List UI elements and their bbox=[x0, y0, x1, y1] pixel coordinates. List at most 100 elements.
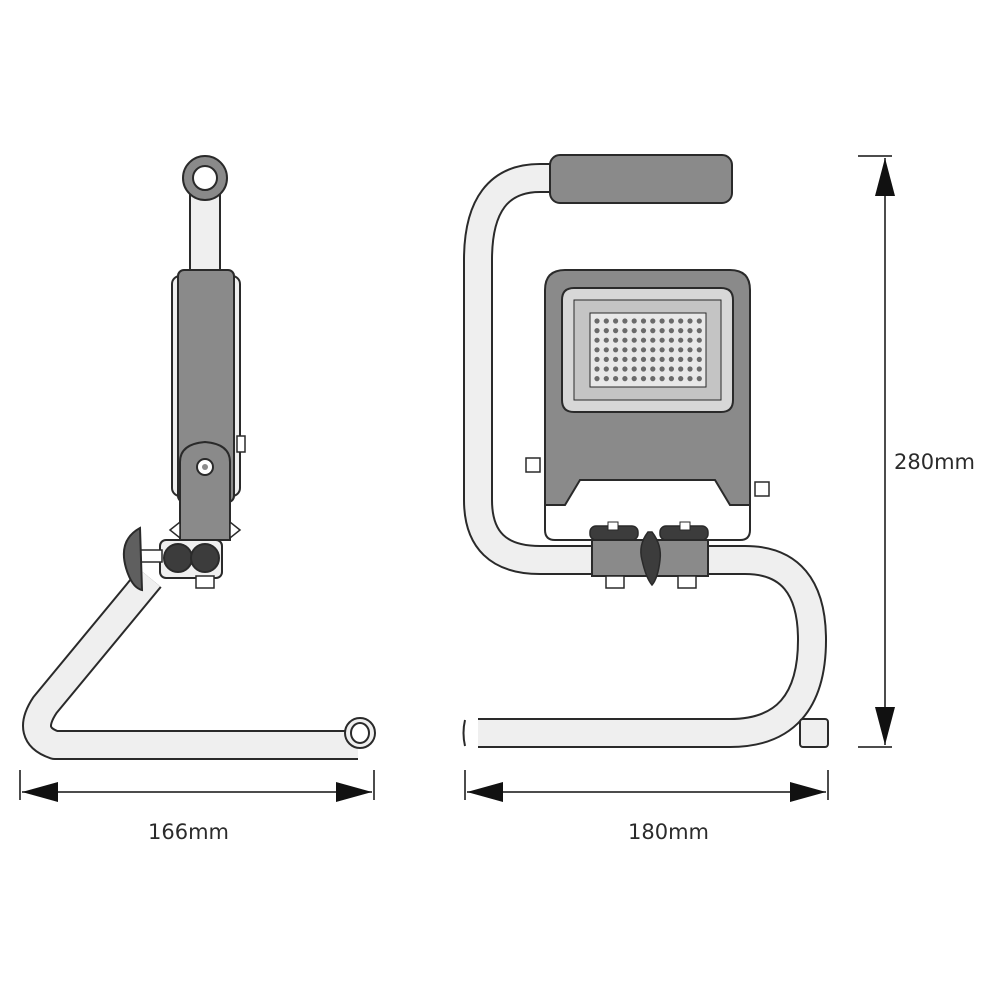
led-dot bbox=[678, 337, 684, 343]
led-dot bbox=[631, 356, 637, 362]
led-dot bbox=[603, 376, 609, 382]
led-dot bbox=[594, 356, 600, 362]
led-dot bbox=[622, 347, 628, 353]
led-dot bbox=[696, 328, 702, 334]
led-dot bbox=[594, 376, 600, 382]
led-dot bbox=[640, 366, 647, 372]
led-dot bbox=[687, 347, 693, 353]
led-dot bbox=[659, 376, 665, 382]
led-dot bbox=[594, 318, 600, 324]
led-dot bbox=[613, 337, 619, 343]
dimension-height bbox=[858, 155, 895, 748]
side-stand-tube bbox=[22, 568, 376, 760]
led-dot bbox=[678, 328, 684, 334]
led-dot bbox=[659, 366, 665, 372]
led-dot bbox=[659, 318, 665, 324]
side-clamp bbox=[122, 526, 223, 592]
led-dot bbox=[668, 376, 675, 382]
led-dot bbox=[668, 318, 675, 324]
led-dot bbox=[687, 376, 693, 382]
led-dot bbox=[631, 366, 637, 372]
led-dot bbox=[631, 337, 637, 343]
led-dot bbox=[603, 337, 609, 343]
front-width-label: 180mm bbox=[628, 820, 709, 844]
led-dot bbox=[696, 356, 702, 362]
led-dot bbox=[594, 328, 600, 334]
led-dot bbox=[659, 328, 665, 334]
led-dot bbox=[650, 347, 656, 353]
led-dot bbox=[603, 366, 609, 372]
led-dot bbox=[640, 347, 647, 353]
led-dot bbox=[678, 318, 684, 324]
led-dot bbox=[622, 337, 628, 343]
led-dot bbox=[668, 366, 675, 372]
led-dot bbox=[659, 356, 665, 362]
led-dot bbox=[622, 328, 628, 334]
led-dot bbox=[650, 356, 656, 362]
led-dot bbox=[650, 318, 656, 324]
front-handle-grip bbox=[549, 154, 733, 204]
front-led-panel bbox=[561, 287, 734, 413]
dimension-front-width bbox=[464, 770, 829, 802]
front-view bbox=[462, 154, 829, 748]
led-dot bbox=[668, 356, 675, 362]
led-dot bbox=[659, 347, 665, 353]
led-dot bbox=[640, 318, 647, 324]
led-dot bbox=[603, 328, 609, 334]
led-dot bbox=[696, 318, 702, 324]
led-dot bbox=[603, 356, 609, 362]
height-label: 280mm bbox=[894, 450, 975, 474]
led-dot bbox=[622, 356, 628, 362]
led-dot bbox=[696, 347, 702, 353]
led-dot bbox=[668, 328, 675, 334]
led-dot bbox=[650, 328, 656, 334]
led-dot bbox=[622, 366, 628, 372]
led-dot bbox=[594, 337, 600, 343]
led-dot bbox=[613, 366, 619, 372]
led-dot bbox=[678, 376, 684, 382]
led-dot bbox=[594, 366, 600, 372]
led-dot bbox=[650, 366, 656, 372]
front-stand-tube bbox=[462, 163, 829, 748]
led-dot bbox=[687, 366, 693, 372]
led-dot bbox=[678, 366, 684, 372]
led-dot bbox=[687, 356, 693, 362]
led-dot bbox=[640, 328, 647, 334]
led-dot bbox=[603, 347, 609, 353]
led-dot bbox=[613, 356, 619, 362]
led-dot bbox=[687, 328, 693, 334]
side-width-label: 166mm bbox=[148, 820, 229, 844]
front-clamp bbox=[589, 521, 709, 589]
led-dot bbox=[631, 347, 637, 353]
led-dot bbox=[622, 318, 628, 324]
led-dot bbox=[687, 337, 693, 343]
led-dot bbox=[659, 337, 665, 343]
led-dot bbox=[668, 347, 675, 353]
led-dot bbox=[640, 337, 647, 343]
led-dot bbox=[696, 376, 702, 382]
side-handle-ring bbox=[182, 155, 228, 276]
side-pivot-bracket bbox=[168, 440, 242, 541]
led-dot bbox=[687, 318, 693, 324]
led-dot bbox=[678, 356, 684, 362]
led-dot bbox=[668, 337, 675, 343]
led-dot bbox=[640, 376, 647, 382]
led-dot-grid bbox=[594, 318, 702, 382]
led-dot bbox=[631, 376, 637, 382]
led-dot bbox=[678, 347, 684, 353]
led-dot bbox=[622, 376, 628, 382]
led-dot bbox=[613, 328, 619, 334]
led-dot bbox=[631, 318, 637, 324]
led-dot bbox=[594, 347, 600, 353]
side-view bbox=[22, 155, 376, 760]
led-dot bbox=[613, 318, 619, 324]
led-dot bbox=[631, 328, 637, 334]
led-dot bbox=[613, 347, 619, 353]
led-dot bbox=[650, 376, 656, 382]
led-dot bbox=[650, 337, 656, 343]
led-dot bbox=[696, 366, 702, 372]
led-dot bbox=[603, 318, 609, 324]
dimension-side-width bbox=[19, 770, 375, 802]
led-dot bbox=[613, 376, 619, 382]
